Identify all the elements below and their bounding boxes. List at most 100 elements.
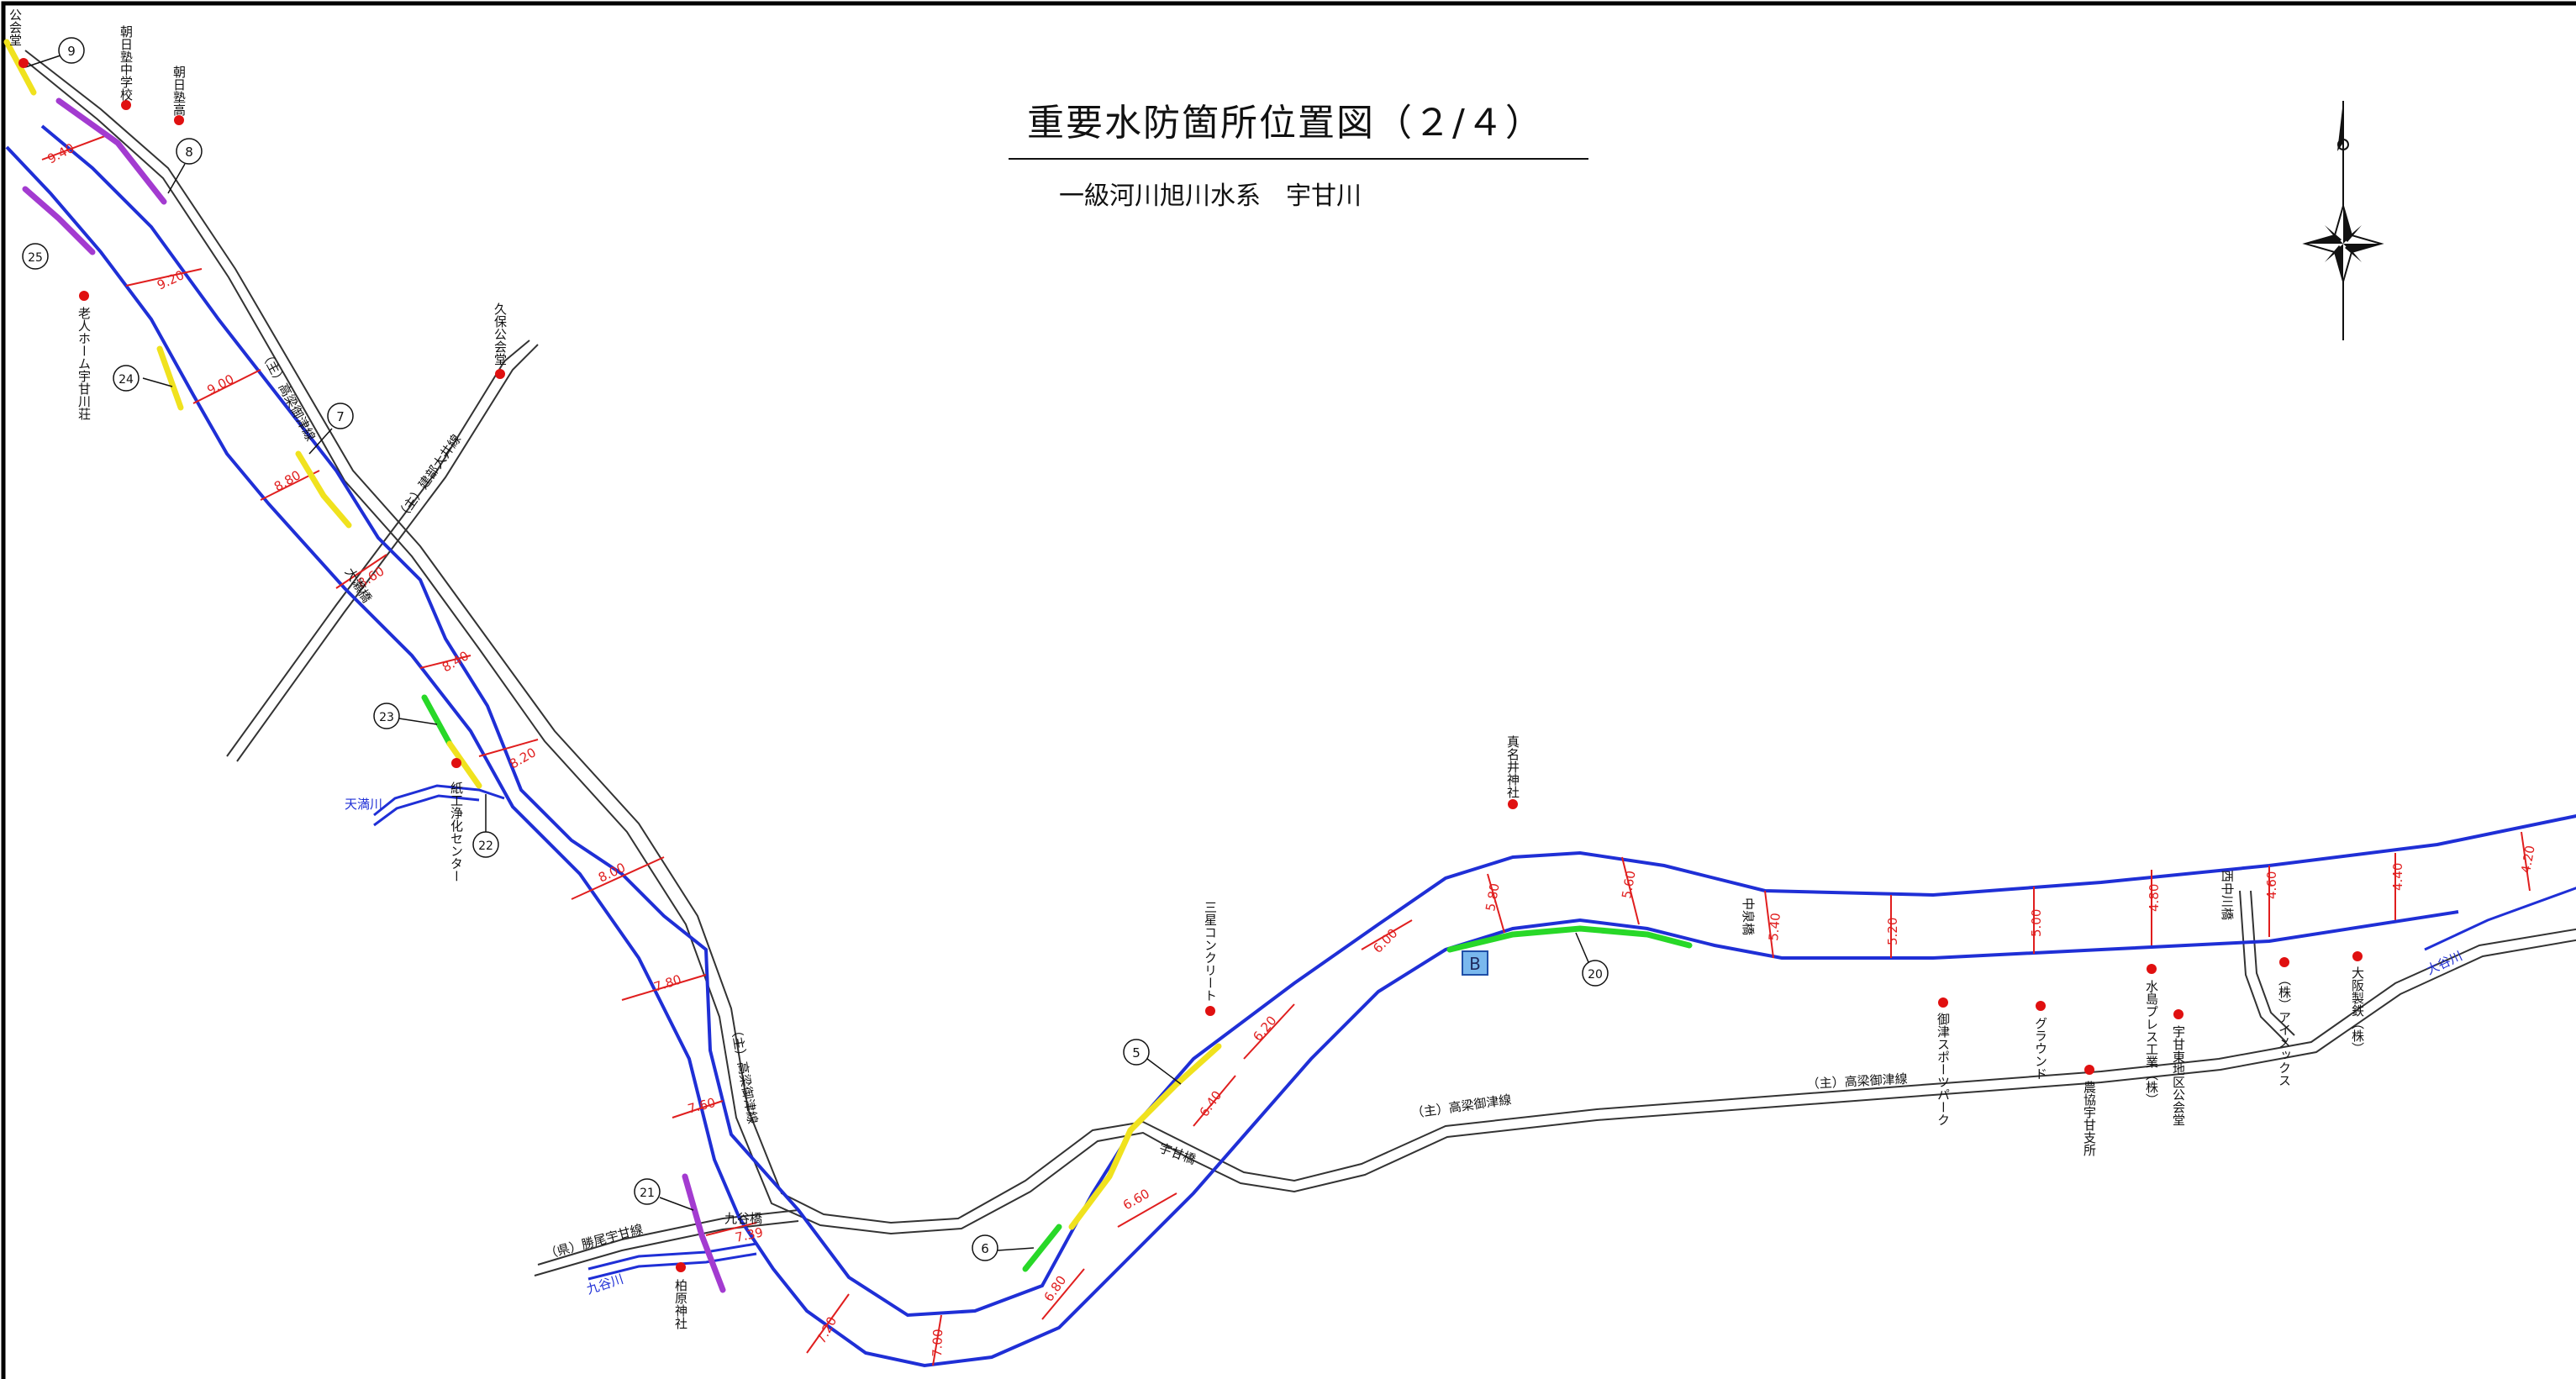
hazard-marker-24[interactable]: 24	[113, 365, 173, 392]
poi-asahijuku-ko[interactable]: 朝日塾高	[171, 66, 187, 125]
poi-ground[interactable]: グラウンド	[2033, 1001, 2048, 1080]
section-label: 9.40	[45, 140, 76, 167]
road-label: （県）勝尾宇甘線	[543, 1221, 645, 1261]
hazard-number: 23	[379, 711, 394, 724]
bridge-labels: 大瀬橋 九谷橋 宇甘橋 中泉橋 西中川橋	[342, 566, 2235, 1226]
road-nishinakagawa-1	[2239, 890, 2287, 1043]
hazard-number: 7	[336, 409, 345, 424]
hazard-marker-20[interactable]: 20	[1575, 932, 1609, 987]
road-katsuo-1	[537, 1209, 799, 1266]
poi-manai-jinja[interactable]: 真名井神社	[1505, 734, 1520, 809]
hazard-number: 20	[1588, 968, 1603, 982]
hazard-number: 24	[119, 373, 134, 387]
poi-aimex[interactable]: （株）アイメックス	[2277, 957, 2292, 1087]
river-ukai	[5, 124, 2576, 1368]
hazard-number: 21	[640, 1187, 655, 1200]
poi-label: 公会堂	[8, 8, 23, 46]
road-label: （主）高梁御津線	[728, 1024, 761, 1125]
roads-layer	[24, 50, 2576, 1276]
river-otani	[2424, 887, 2576, 951]
poi-label: 老人ホーム宇甘川荘	[76, 307, 92, 420]
poi-label: 朝日塾高	[171, 66, 187, 116]
hazard-segment-9	[3, 39, 37, 96]
poi-label: 御津スポーツパーク	[1936, 1013, 1951, 1126]
title-underline	[1009, 158, 1588, 160]
section-label: 5.40	[1766, 913, 1783, 942]
map-subtitle: 一級河川旭川水系 宇甘川	[1059, 182, 1362, 211]
poi-rojin-home[interactable]: 老人ホーム宇甘川荘	[76, 291, 92, 420]
hazard-segment-7	[295, 450, 352, 529]
bridge-label: 九谷橋	[724, 1211, 762, 1226]
section-label: 9.00	[204, 371, 236, 398]
poi-kokaido[interactable]: 公会堂	[8, 8, 29, 68]
section-label: 7.60	[686, 1095, 717, 1117]
hazard-marker-23[interactable]: 23	[373, 703, 438, 729]
poi-mitsuboshi-concrete[interactable]: 三星コンクリート	[1203, 901, 1218, 1016]
section-label: 4.40	[2390, 863, 2405, 891]
hazard-marker-6[interactable]: 6	[972, 1234, 1035, 1261]
hazard-segment-23	[421, 694, 453, 747]
hazard-segment-21	[682, 1173, 726, 1293]
section-label: 8.80	[271, 467, 303, 494]
hazard-number: 22	[478, 840, 493, 853]
section-label: 9.20	[155, 267, 187, 292]
hazard-marker-7[interactable]: 7	[308, 403, 354, 455]
poi-label: （株）アイメックス	[2277, 973, 2292, 1087]
bridge-label: 西中川橋	[2220, 870, 2235, 920]
hazard-marker-21[interactable]: 21	[634, 1178, 694, 1211]
section-label: 4.20	[2518, 845, 2538, 875]
road-main-upper	[24, 50, 2576, 1224]
hazard-segment-20	[1446, 925, 1693, 953]
hazard-number: 25	[28, 251, 43, 265]
poi-mitsu-sports-park[interactable]: 御津スポーツパーク	[1936, 997, 1951, 1126]
hazard-segment-5b	[1068, 1127, 1134, 1230]
poi-shiko-jokacenter[interactable]: 紙工浄化センター	[449, 758, 464, 882]
road-label: （主）建部大井線	[394, 432, 465, 524]
section-label: 7.80	[652, 971, 683, 994]
section-lines	[41, 134, 2531, 1366]
hazard-markers: 9 8 25 24 7	[22, 37, 1609, 1261]
poi-label: 大阪製鉄（株）	[2350, 966, 2365, 1055]
hazard-marker-5[interactable]: 5	[1123, 1039, 1182, 1085]
hazard-number: 8	[185, 145, 193, 160]
poi-asahijuku-chugakko[interactable]: 朝日塾中学校	[119, 25, 134, 110]
poi-label: 水島プレス工業（株）	[2144, 980, 2159, 1106]
box-marker-b[interactable]: B	[1462, 950, 1488, 976]
river-left-bank	[5, 145, 2459, 1368]
hazard-marker-8[interactable]: 8	[167, 138, 203, 194]
road-label: （主）高梁御津線	[1806, 1071, 1908, 1092]
section-label: 4.80	[2147, 884, 2162, 912]
poi-label: 農協宇甘支所	[2082, 1081, 2097, 1156]
river-kudani	[587, 1242, 757, 1271]
hazard-segment-8	[55, 97, 167, 205]
hazard-marker-9[interactable]: 9	[24, 37, 85, 68]
section-label: 7.00	[930, 1329, 946, 1357]
poi-kashiwara-jinja[interactable]: 柏原神社	[673, 1262, 688, 1329]
river-tenma-2	[373, 794, 480, 827]
poi-ukaihigashi-kokaido[interactable]: 宇甘東地区公会堂	[2171, 1009, 2186, 1126]
hazard-marker-22[interactable]: 22	[472, 794, 499, 858]
hazard-marker-25[interactable]: 25	[22, 243, 49, 270]
hazard-number: 6	[981, 1241, 989, 1256]
poi-nokyo-ukai[interactable]: 農協宇甘支所	[2082, 1065, 2097, 1156]
river-right-bank	[40, 124, 2576, 1318]
poi-label: 三星コンクリート	[1203, 901, 1218, 1002]
poi-label: 久保公会堂	[493, 303, 508, 366]
poi-label: 柏原神社	[673, 1279, 688, 1329]
poi-mizushima-press[interactable]: 水島プレス工業（株）	[2144, 964, 2159, 1106]
section-label: 8.20	[507, 745, 539, 771]
poi-label: 宇甘東地区公会堂	[2171, 1025, 2186, 1126]
poi-label: 紙工浄化センター	[449, 782, 464, 882]
north-arrow-compass-rose	[2302, 101, 2384, 340]
hazard-segment-24	[156, 345, 184, 411]
section-label: 5.00	[2029, 909, 2044, 937]
road-main-lower	[24, 60, 2576, 1235]
poi-label: 朝日塾中学校	[119, 25, 134, 101]
tributary-label: 天満川	[345, 797, 382, 812]
poi-kubo-kokaido[interactable]: 久保公会堂	[493, 303, 508, 379]
poi-osaka-seitetsu[interactable]: 大阪製鉄（株）	[2350, 951, 2365, 1055]
section-label: 4.60	[2264, 871, 2279, 899]
hazard-segment-22	[446, 740, 482, 789]
